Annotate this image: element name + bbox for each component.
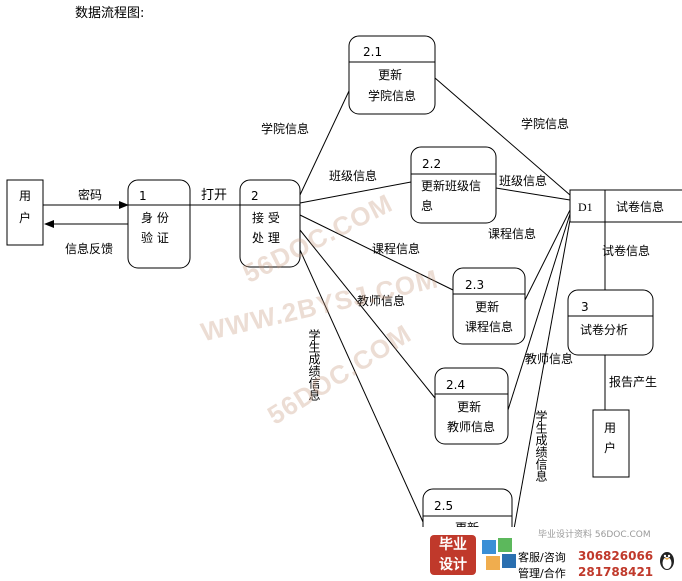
flow-label-teacher-out: 教师信息 bbox=[525, 351, 573, 366]
line-2-to-2.5 bbox=[299, 249, 424, 523]
penguin-icon[interactable] bbox=[658, 549, 676, 571]
logo-line-1: 毕业 bbox=[439, 537, 467, 553]
flow-label-score-in: 学生成绩信息 bbox=[307, 328, 321, 401]
flow-label-report: 报告产生 bbox=[609, 374, 657, 389]
cubes-icon bbox=[482, 538, 516, 570]
line-2.1-to-d1 bbox=[434, 77, 571, 196]
process-2.2-label: 更新班级信 息 bbox=[421, 178, 485, 213]
line-2.5-to-d1 bbox=[511, 219, 571, 541]
flow-label-open: 打开 bbox=[201, 188, 227, 203]
footer-service-number[interactable]: 306826066 bbox=[578, 549, 654, 563]
process-2.3-label: 更新 课程信息 bbox=[465, 299, 513, 334]
flow-label-class-out: 班级信息 bbox=[499, 173, 547, 188]
flow-label-course-in: 课程信息 bbox=[372, 241, 420, 256]
flow-label-score-out: 学生成绩信息 bbox=[534, 409, 548, 482]
line-2-to-2.4 bbox=[299, 229, 436, 399]
datastore-d1-label: 试卷信息 bbox=[616, 199, 664, 214]
process-2.3: 2.3 更新 课程信息 bbox=[452, 267, 526, 345]
process-2.2: 2.2 更新班级信 息 bbox=[410, 146, 497, 224]
flow-lines bbox=[190, 77, 606, 541]
process-3-id: 3 bbox=[581, 300, 589, 314]
footer-manage-label: 管理/合作 bbox=[518, 567, 566, 580]
process-3: 3 试卷分析 bbox=[567, 289, 654, 356]
process-2.1-label: 更新 学院信息 bbox=[368, 67, 416, 103]
line-2.4-to-d1 bbox=[507, 213, 571, 411]
flow-label-teacher-in: 教师信息 bbox=[357, 293, 405, 308]
process-1-label: 身 份 验 证 bbox=[141, 210, 173, 245]
user-entity-bottom bbox=[592, 409, 630, 478]
flow-label-college-in: 学院信息 bbox=[261, 121, 309, 136]
flow-label-feedback: 信息反馈 bbox=[65, 241, 113, 256]
user-entity-left bbox=[6, 179, 44, 246]
flow-label-college-out: 学院信息 bbox=[521, 116, 569, 131]
process-2.2-id: 2.2 bbox=[422, 157, 441, 171]
flow-label-class-in: 班级信息 bbox=[329, 168, 377, 183]
line-2-to-2.2 bbox=[299, 181, 412, 204]
process-2.4-id: 2.4 bbox=[446, 378, 465, 392]
process-2: 2 接 受 处 理 bbox=[239, 179, 301, 268]
footer-service-label: 客服/咨询 bbox=[518, 551, 566, 564]
process-1: 1 身 份 验 证 bbox=[127, 179, 191, 269]
diagram-title: 数据流程图: bbox=[75, 6, 144, 21]
flow-label-course-out: 课程信息 bbox=[488, 226, 536, 241]
process-2.1-id: 2.1 bbox=[363, 45, 382, 59]
process-3-label: 试卷分析 bbox=[580, 322, 628, 337]
process-2.3-id: 2.3 bbox=[465, 278, 484, 292]
line-2.2-to-d1 bbox=[495, 187, 571, 201]
datastore-d1: D1 试卷信息 bbox=[569, 189, 682, 223]
process-1-id: 1 bbox=[139, 189, 147, 203]
user-entity-left-label: 用 户 bbox=[19, 189, 35, 225]
process-2.5-id: 2.5 bbox=[434, 499, 453, 513]
line-2.3-to-d1 bbox=[524, 209, 571, 301]
flow-labels: 密码 信息反馈 打开 学院信息 班级信息 课程信息 教师信息 学院信息 班级信息… bbox=[65, 116, 657, 482]
line-2-to-2.3 bbox=[299, 214, 454, 291]
footer-site-text: 毕业设计资料 56DOC.COM bbox=[538, 530, 651, 540]
flow-label-password: 密码 bbox=[78, 187, 102, 202]
flow-label-paper-info: 试卷信息 bbox=[602, 243, 650, 258]
datastore-d1-id: D1 bbox=[578, 200, 593, 214]
process-2.4-label: 更新 教师信息 bbox=[447, 399, 495, 434]
process-2.1: 2.1 更新 学院信息 bbox=[348, 35, 436, 115]
site-logo: 毕业 设计 bbox=[430, 535, 476, 575]
process-2-label: 接 受 处 理 bbox=[252, 210, 284, 245]
footer-manage-number[interactable]: 281788421 bbox=[578, 565, 654, 579]
footer-banner: 毕业 设计 毕业设计资料 56DOC.COM 客服/咨询 管理/合作 30682… bbox=[418, 527, 682, 580]
process-2-id: 2 bbox=[251, 189, 259, 203]
process-2.4: 2.4 更新 教师信息 bbox=[434, 367, 509, 445]
logo-line-2: 设计 bbox=[439, 557, 467, 573]
line-2-to-2.1 bbox=[299, 90, 350, 196]
user-entity-bottom-label: 用 户 bbox=[604, 421, 620, 455]
